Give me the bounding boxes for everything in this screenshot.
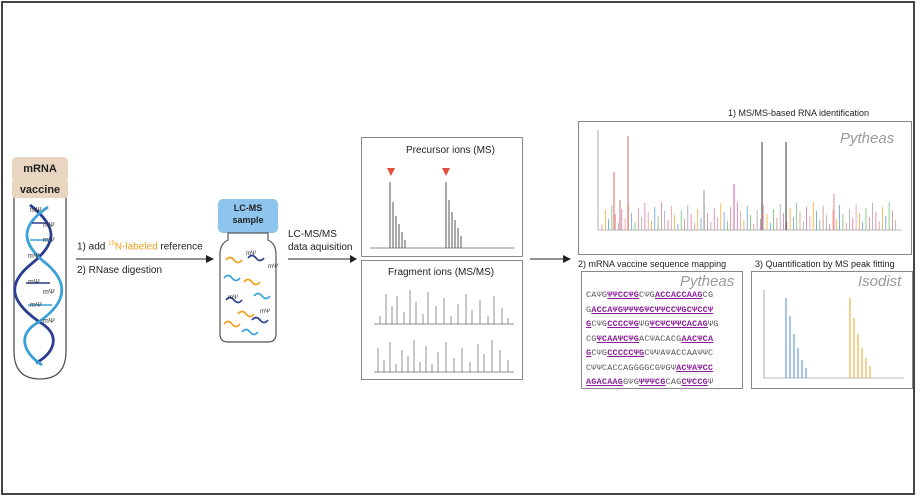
fragment-panel (361, 260, 523, 380)
mrna-vaccine-tube (8, 155, 72, 385)
sequence-line: CAΨGΨΨCCΨGCΨGACCACCAAGCG (586, 290, 714, 300)
quant-tool-watermark: Isodist (858, 273, 902, 290)
step1-add-reference: 1) add 15N-labeled reference (77, 241, 203, 252)
tube-title-line2: vaccine (19, 184, 61, 196)
sequence-line: CGΨCAAΨCΨGACΨACACGAACΨCA (586, 333, 714, 344)
sequence-line: CΨΨCACCAGGGGCGΨGΨACΨAΨCC (586, 362, 714, 373)
step2-data-acquisition: data aquisition (288, 242, 353, 253)
vial-label-line2: sample (232, 215, 264, 225)
mapping-tool-watermark: Pytheas (680, 273, 735, 290)
tube-title-line1: mRNA (23, 163, 57, 175)
mapping-title: 2) mRNA vaccine sequence mapping (578, 259, 727, 269)
labeled-text: N-labeled (114, 241, 158, 253)
step1-suffix: reference (157, 241, 203, 253)
arrow-3 (530, 255, 571, 263)
mod-label: mΨ (30, 302, 42, 309)
vial-mod-label: mΨ (260, 309, 271, 315)
mod-label: mΨ (30, 207, 42, 214)
precursor-spectrum (370, 168, 514, 249)
step1-prefix: 1) add (77, 241, 109, 253)
identification-spectrum (597, 130, 902, 231)
mod-label: mΨ (43, 222, 55, 229)
identification-tool-watermark: Pytheas (840, 130, 895, 147)
identification-panel (578, 121, 912, 255)
fragment-title: Fragment ions (MS/MS) (388, 267, 495, 278)
sequence-block: CAΨGΨΨCCΨGCΨGACCACCAAGCG GACCAΨGΨΨΨGΨCΨΨC… (586, 288, 742, 390)
precursor-panel (361, 137, 523, 257)
mod-label: mΨ (43, 318, 55, 325)
sequence-line: GCΨGCCCCΨGΨGΨCΨCΨΨCACAGΨG (586, 319, 719, 329)
sequence-line: AGACAAGGΨGΨΨΨCGCAGCΨCCGΨ (586, 377, 714, 387)
mod-label: mΨ (43, 237, 55, 244)
lcms-vial (214, 198, 282, 344)
mod-label: mΨ (28, 253, 40, 260)
fragment-spectra (374, 290, 514, 373)
vial-mod-label: mΨ (246, 251, 257, 257)
identification-title: 1) MS/MS-based RNA identification (728, 108, 870, 118)
step1-rnase-digestion: 2) RNase digestion (77, 265, 163, 276)
arrow-2 (288, 255, 357, 263)
quant-title: 3) Quantification by MS peak fitting (755, 259, 895, 269)
sequence-line: GACCAΨGΨΨΨGΨCΨΨCCΨGCΨCCΨ (586, 304, 714, 315)
precursor-title: Precursor ions (MS) (406, 145, 495, 156)
mod-label: mΨ (28, 279, 40, 286)
step2-lcmsms: LC-MS/MS (288, 229, 337, 240)
quant-peak-fit (763, 290, 904, 379)
quant-panel (751, 271, 913, 389)
isotope-superscript: 15 (108, 241, 115, 247)
mapping-panel (581, 271, 743, 389)
arrow-1 (76, 255, 214, 263)
vial-mod-label: mΨ (268, 264, 279, 270)
vial-mod-label: mΨ (228, 295, 239, 301)
mod-label: mΨ (43, 289, 55, 296)
vial-label-line1: LC-MS (233, 203, 263, 213)
sequence-line: GCΨGCCCCCΨGCΨΨAΨACCAAΨΨC (586, 348, 714, 358)
